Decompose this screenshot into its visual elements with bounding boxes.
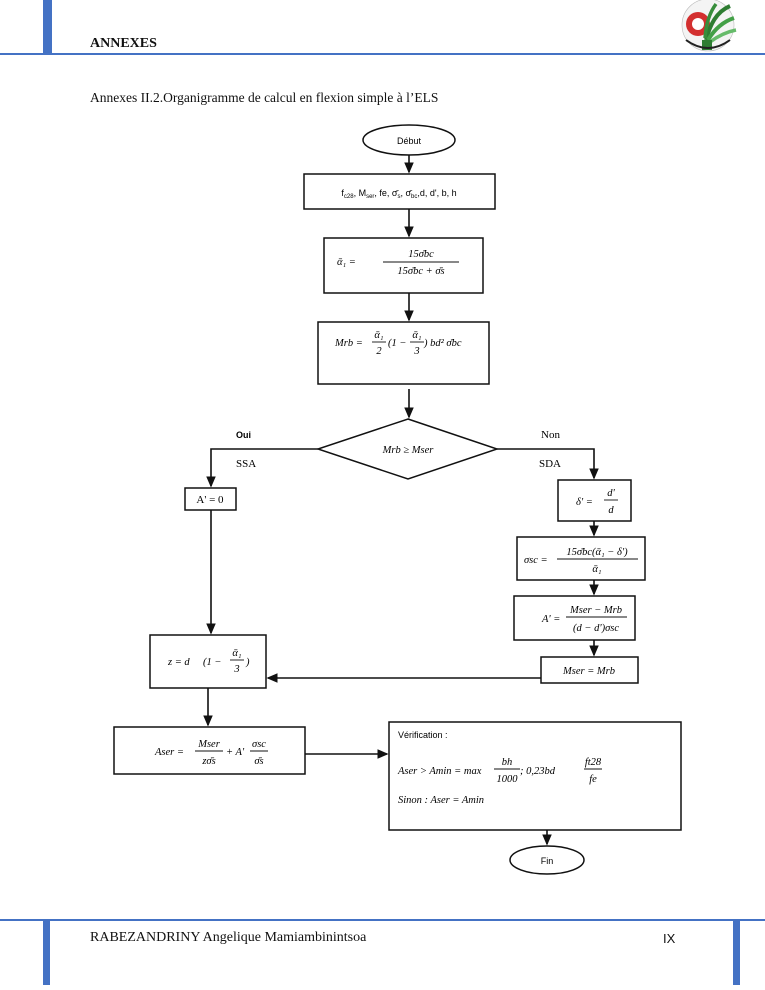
mrb-box [317, 321, 490, 385]
svg-text:σsc =: σsc = [524, 555, 548, 566]
svg-text:2: 2 [376, 346, 382, 357]
svg-text:(1 −: (1 − [203, 657, 221, 668]
a-prime-zero-label: A' = 0 [196, 494, 224, 506]
svg-text:+ A': + A' [226, 747, 245, 758]
verification-content: Vérification : Aser > Amin = max bh 1000… [397, 730, 602, 806]
svg-text:Mser: Mser [197, 739, 220, 750]
svg-text:1000: 1000 [497, 774, 519, 785]
svg-text:ᾱ₁ =: ᾱ₁ = [337, 257, 356, 268]
svg-text:15σ̄bc(ᾱ₁ − δ'): 15σ̄bc(ᾱ₁ − δ') [566, 547, 628, 558]
header-left-bar [43, 0, 52, 53]
svg-text:Aser =: Aser = [154, 747, 184, 758]
arrow-no-branch [497, 448, 599, 480]
ssa-label: SSA [236, 458, 256, 470]
aser-formula: Aser = Mser zσ̄s + A' σsc σ̄s [154, 739, 268, 767]
svg-text:d: d [608, 505, 614, 516]
svg-text:3: 3 [413, 346, 419, 357]
a-prime-box [513, 595, 636, 641]
svg-text:ft28: ft28 [585, 757, 602, 768]
header-rule [0, 53, 765, 55]
footer-rule [0, 919, 765, 921]
svg-text:3: 3 [233, 664, 239, 675]
sda-label: SDA [539, 458, 561, 470]
start-label: Début [397, 136, 422, 146]
no-label: Non [541, 429, 560, 441]
header-title: ANNEXES [90, 36, 157, 51]
aser-box [113, 726, 306, 775]
footer-author: RABEZANDRINY Angelique Mamiambinintsoa [90, 930, 367, 945]
mrb-formula: Mrb = ᾱ₁ 2 (1 − ᾱ₁ 3 ) bd² σ̄bc [334, 330, 462, 357]
alpha-box [323, 237, 484, 294]
svg-text:): ) [245, 657, 250, 668]
arrow-yes-branch [206, 448, 318, 488]
svg-text:ᾱ₁: ᾱ₁ [412, 330, 421, 341]
alpha-formula: ᾱ₁ = 15σ̄bc 15σ̄bc + σ̄s [337, 249, 459, 277]
decision-label: Mrb ≥ Mser [382, 445, 435, 456]
a-prime-formula: A' = Mser − Mrb (d − d')σsc [541, 605, 627, 634]
svg-text:d': d' [607, 488, 615, 499]
svg-text:fe: fe [589, 774, 597, 785]
sigma-sc-box [516, 536, 646, 581]
end-node [509, 845, 585, 875]
decision-diamond [315, 418, 500, 480]
svg-text:Vérification :: Vérification : [398, 730, 448, 740]
mser-eq-box [540, 656, 639, 684]
svg-text:σsc: σsc [252, 739, 266, 750]
svg-text:15σ̄bc: 15σ̄bc [408, 249, 434, 260]
z-formula: z = d (1 − ᾱ₁ 3 ) [167, 648, 250, 675]
svg-text:bh: bh [502, 757, 513, 768]
svg-text:A' =: A' = [541, 614, 560, 625]
svg-text:δ' =: δ' = [576, 497, 593, 508]
delta-formula: δ' = d' d [576, 488, 618, 516]
svg-text:σ̄s: σ̄s [254, 756, 263, 767]
verification-box [388, 721, 682, 831]
svg-text:; 0,23bd: ; 0,23bd [520, 766, 556, 777]
svg-text:(d − d')σsc: (d − d')σsc [573, 623, 619, 634]
university-logo [681, 0, 737, 52]
z-box [149, 634, 267, 689]
sigma-sc-formula: σsc = 15σ̄bc(ᾱ₁ − δ') ᾱ₁ [524, 547, 638, 575]
svg-text:) bd² σ̄bc: ) bd² σ̄bc [423, 338, 462, 349]
svg-text:ᾱ₁: ᾱ₁ [374, 330, 383, 341]
footer-left-bar [43, 920, 50, 985]
figure-caption: Annexes II.2.Organigramme de calcul en f… [90, 90, 439, 105]
inputs-box [303, 173, 496, 210]
footer-right-bar [733, 920, 740, 985]
end-label: Fin [541, 856, 554, 866]
page-number: IX [663, 931, 676, 946]
svg-text:15σ̄bc + σ̄s: 15σ̄bc + σ̄s [397, 266, 444, 277]
flowchart: Début fc28, Mser, fe, σ̄s, σ̄bc,d, d', b… [113, 124, 682, 875]
inputs-label: fc28, Mser, fe, σ̄s, σ̄bc,d, d', b, h [341, 188, 456, 200]
yes-label: Oui [236, 430, 251, 440]
delta-box [557, 479, 632, 522]
svg-text:ᾱ₁: ᾱ₁ [232, 648, 241, 659]
svg-text:Sinon : Aser = Amin: Sinon : Aser = Amin [398, 795, 484, 806]
svg-text:z = d: z = d [167, 657, 190, 668]
svg-text:Aser > Amin = max: Aser > Amin = max [397, 766, 482, 777]
mser-eq-label: Mser = Mrb [562, 666, 615, 677]
svg-text:ᾱ₁: ᾱ₁ [592, 564, 601, 575]
svg-text:Mser − Mrb: Mser − Mrb [569, 605, 622, 616]
svg-text:zσ̄s: zσ̄s [201, 756, 215, 767]
svg-text:Mrb =: Mrb = [334, 338, 363, 349]
svg-text:(1 −: (1 − [388, 338, 406, 349]
